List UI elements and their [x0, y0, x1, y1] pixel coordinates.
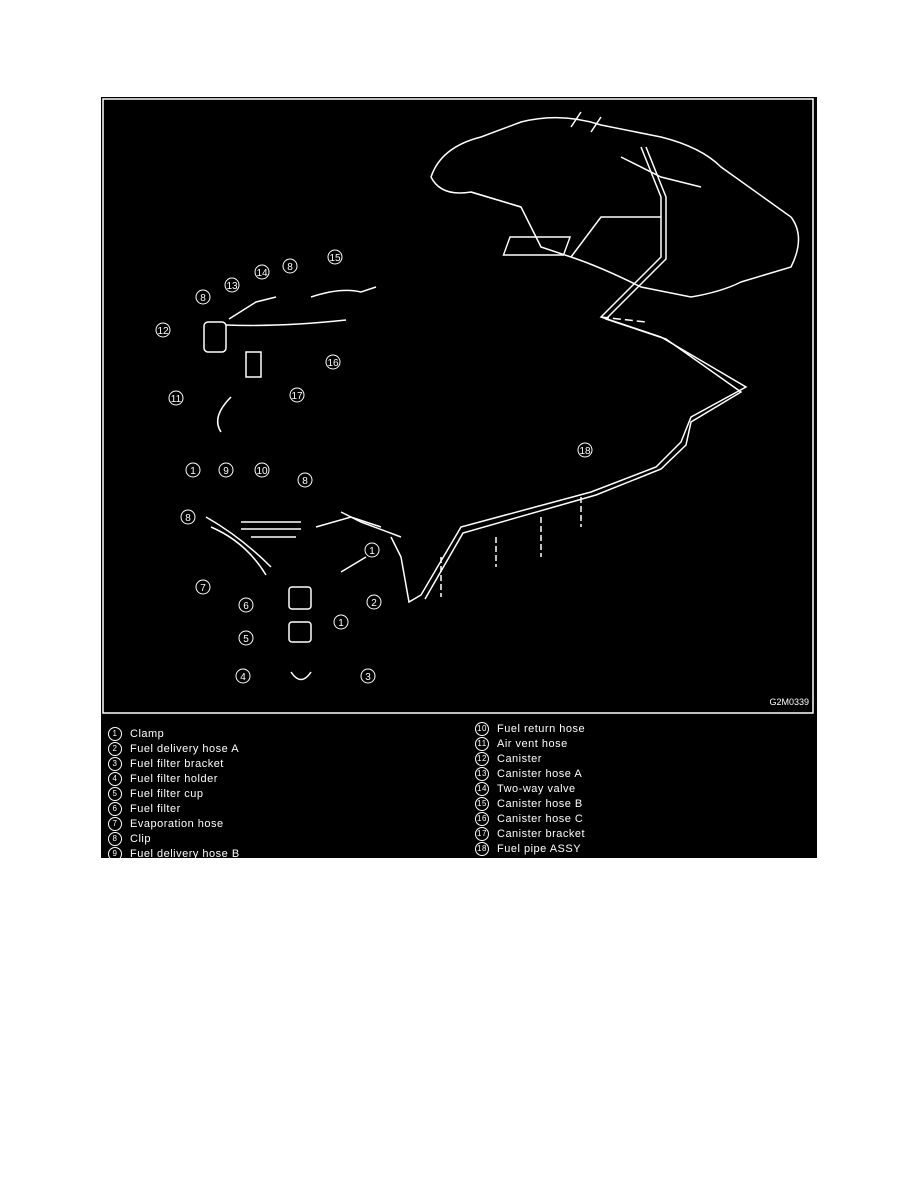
legend-label: Fuel filter [130, 803, 181, 815]
legend-number: 11 [475, 737, 489, 752]
callout-13: 13 [226, 281, 238, 292]
legend-label: Evaporation hose [130, 818, 224, 830]
legend-label: Canister hose B [497, 798, 583, 810]
callout-1: 1 [190, 466, 196, 477]
callout-8: 8 [302, 476, 308, 487]
callout-1: 1 [338, 618, 344, 629]
legend-label: Clip [130, 833, 151, 845]
legend-number: 5 [108, 787, 122, 802]
callout-10: 10 [256, 466, 268, 477]
legend-number: 8 [108, 832, 122, 847]
legend-item: 1 Clamp [108, 727, 240, 742]
legend-item: 11 Air vent hose [475, 737, 585, 752]
legend-number: 17 [475, 827, 489, 842]
legend-label: Fuel filter bracket [130, 758, 224, 770]
legend-item: 13 Canister hose A [475, 767, 585, 782]
legend-label: Canister hose C [497, 813, 584, 825]
legend-item: 9 Fuel delivery hose B [108, 847, 240, 862]
legend-number: 13 [475, 767, 489, 782]
legend-number: 2 [108, 742, 122, 757]
legend-number: 3 [108, 757, 122, 772]
figure-code: G2M0339 [769, 697, 809, 707]
callout-8: 8 [200, 293, 206, 304]
fuel-tank [430, 111, 800, 298]
legend-item: 2 Fuel delivery hose A [108, 742, 240, 757]
filter-parts [205, 516, 382, 681]
legend-item: 18 Fuel pipe ASSY [475, 842, 585, 857]
legend-label: Clamp [130, 728, 165, 740]
legend-item: 7 Evaporation hose [108, 817, 240, 832]
legend-number: 16 [475, 812, 489, 827]
legend-item: 10 Fuel return hose [475, 722, 585, 737]
legend-item: 12 Canister [475, 752, 585, 767]
legend-number: 6 [108, 802, 122, 817]
legend-number: 4 [108, 772, 122, 787]
legend-label: Air vent hose [497, 738, 568, 750]
legend-item: 17 Canister bracket [475, 827, 585, 842]
legend-label: Fuel pipe ASSY [497, 843, 582, 855]
legend-number: 18 [475, 842, 489, 857]
legend-label: Canister bracket [497, 828, 586, 840]
legend-label: Fuel filter holder [130, 773, 218, 785]
callout-16: 16 [327, 358, 339, 369]
callouts: 15 14 8 13 8 12 16 17 11 1 9 10 8 8 7 1 … [155, 249, 593, 684]
callout-4: 4 [240, 672, 246, 683]
diagram-frame [102, 98, 814, 714]
canister-parts [203, 286, 377, 433]
fuel-pipe-assy [340, 146, 748, 604]
legend-label: Canister hose A [497, 768, 583, 780]
callout-9: 9 [223, 466, 229, 477]
legend-item: 16 Canister hose C [475, 812, 585, 827]
legend-item: 8 Clip [108, 832, 240, 847]
legend-label: Two-way valve [497, 783, 576, 795]
legend-number: 1 [108, 727, 122, 742]
legend-label: Canister [497, 753, 542, 765]
legend-number: 12 [475, 752, 489, 767]
legend-item: 14 Two-way valve [475, 782, 585, 797]
legend-item: 5 Fuel filter cup [108, 787, 240, 802]
legend-label: Fuel return hose [497, 723, 586, 735]
callout-11: 11 [171, 394, 182, 405]
callout-8: 8 [185, 513, 191, 524]
callout-12: 12 [157, 326, 169, 337]
legend-label: Fuel filter cup [130, 788, 204, 800]
callout-15: 15 [329, 253, 341, 264]
callout-2: 2 [371, 598, 377, 609]
legend-item: 3 Fuel filter bracket [108, 757, 240, 772]
legend-number: 10 [475, 722, 489, 737]
callout-17: 17 [291, 391, 303, 402]
callout-1: 1 [369, 546, 375, 557]
legend-number: 15 [475, 797, 489, 812]
callout-14: 14 [256, 268, 268, 279]
legend-label: Fuel delivery hose A [130, 743, 240, 755]
legend-number: 7 [108, 817, 122, 832]
legend-label: Fuel delivery hose B [130, 848, 240, 860]
callout-5: 5 [243, 634, 249, 645]
callout-18: 18 [579, 446, 591, 457]
callout-6: 6 [243, 601, 249, 612]
callout-8: 8 [287, 262, 293, 273]
legend-item: 4 Fuel filter holder [108, 772, 240, 787]
legend-number: 9 [108, 847, 122, 862]
callout-3: 3 [365, 672, 371, 683]
fuel-system-figure: 15 14 8 13 8 12 16 17 11 1 9 10 8 8 7 1 … [101, 97, 817, 862]
legend-item: 6 Fuel filter [108, 802, 240, 817]
legend-number: 14 [475, 782, 489, 797]
legend-item: 15 Canister hose B [475, 797, 585, 812]
fuel-line-diagram: 15 14 8 13 8 12 16 17 11 1 9 10 8 8 7 1 … [102, 98, 814, 714]
callout-7: 7 [200, 583, 206, 594]
